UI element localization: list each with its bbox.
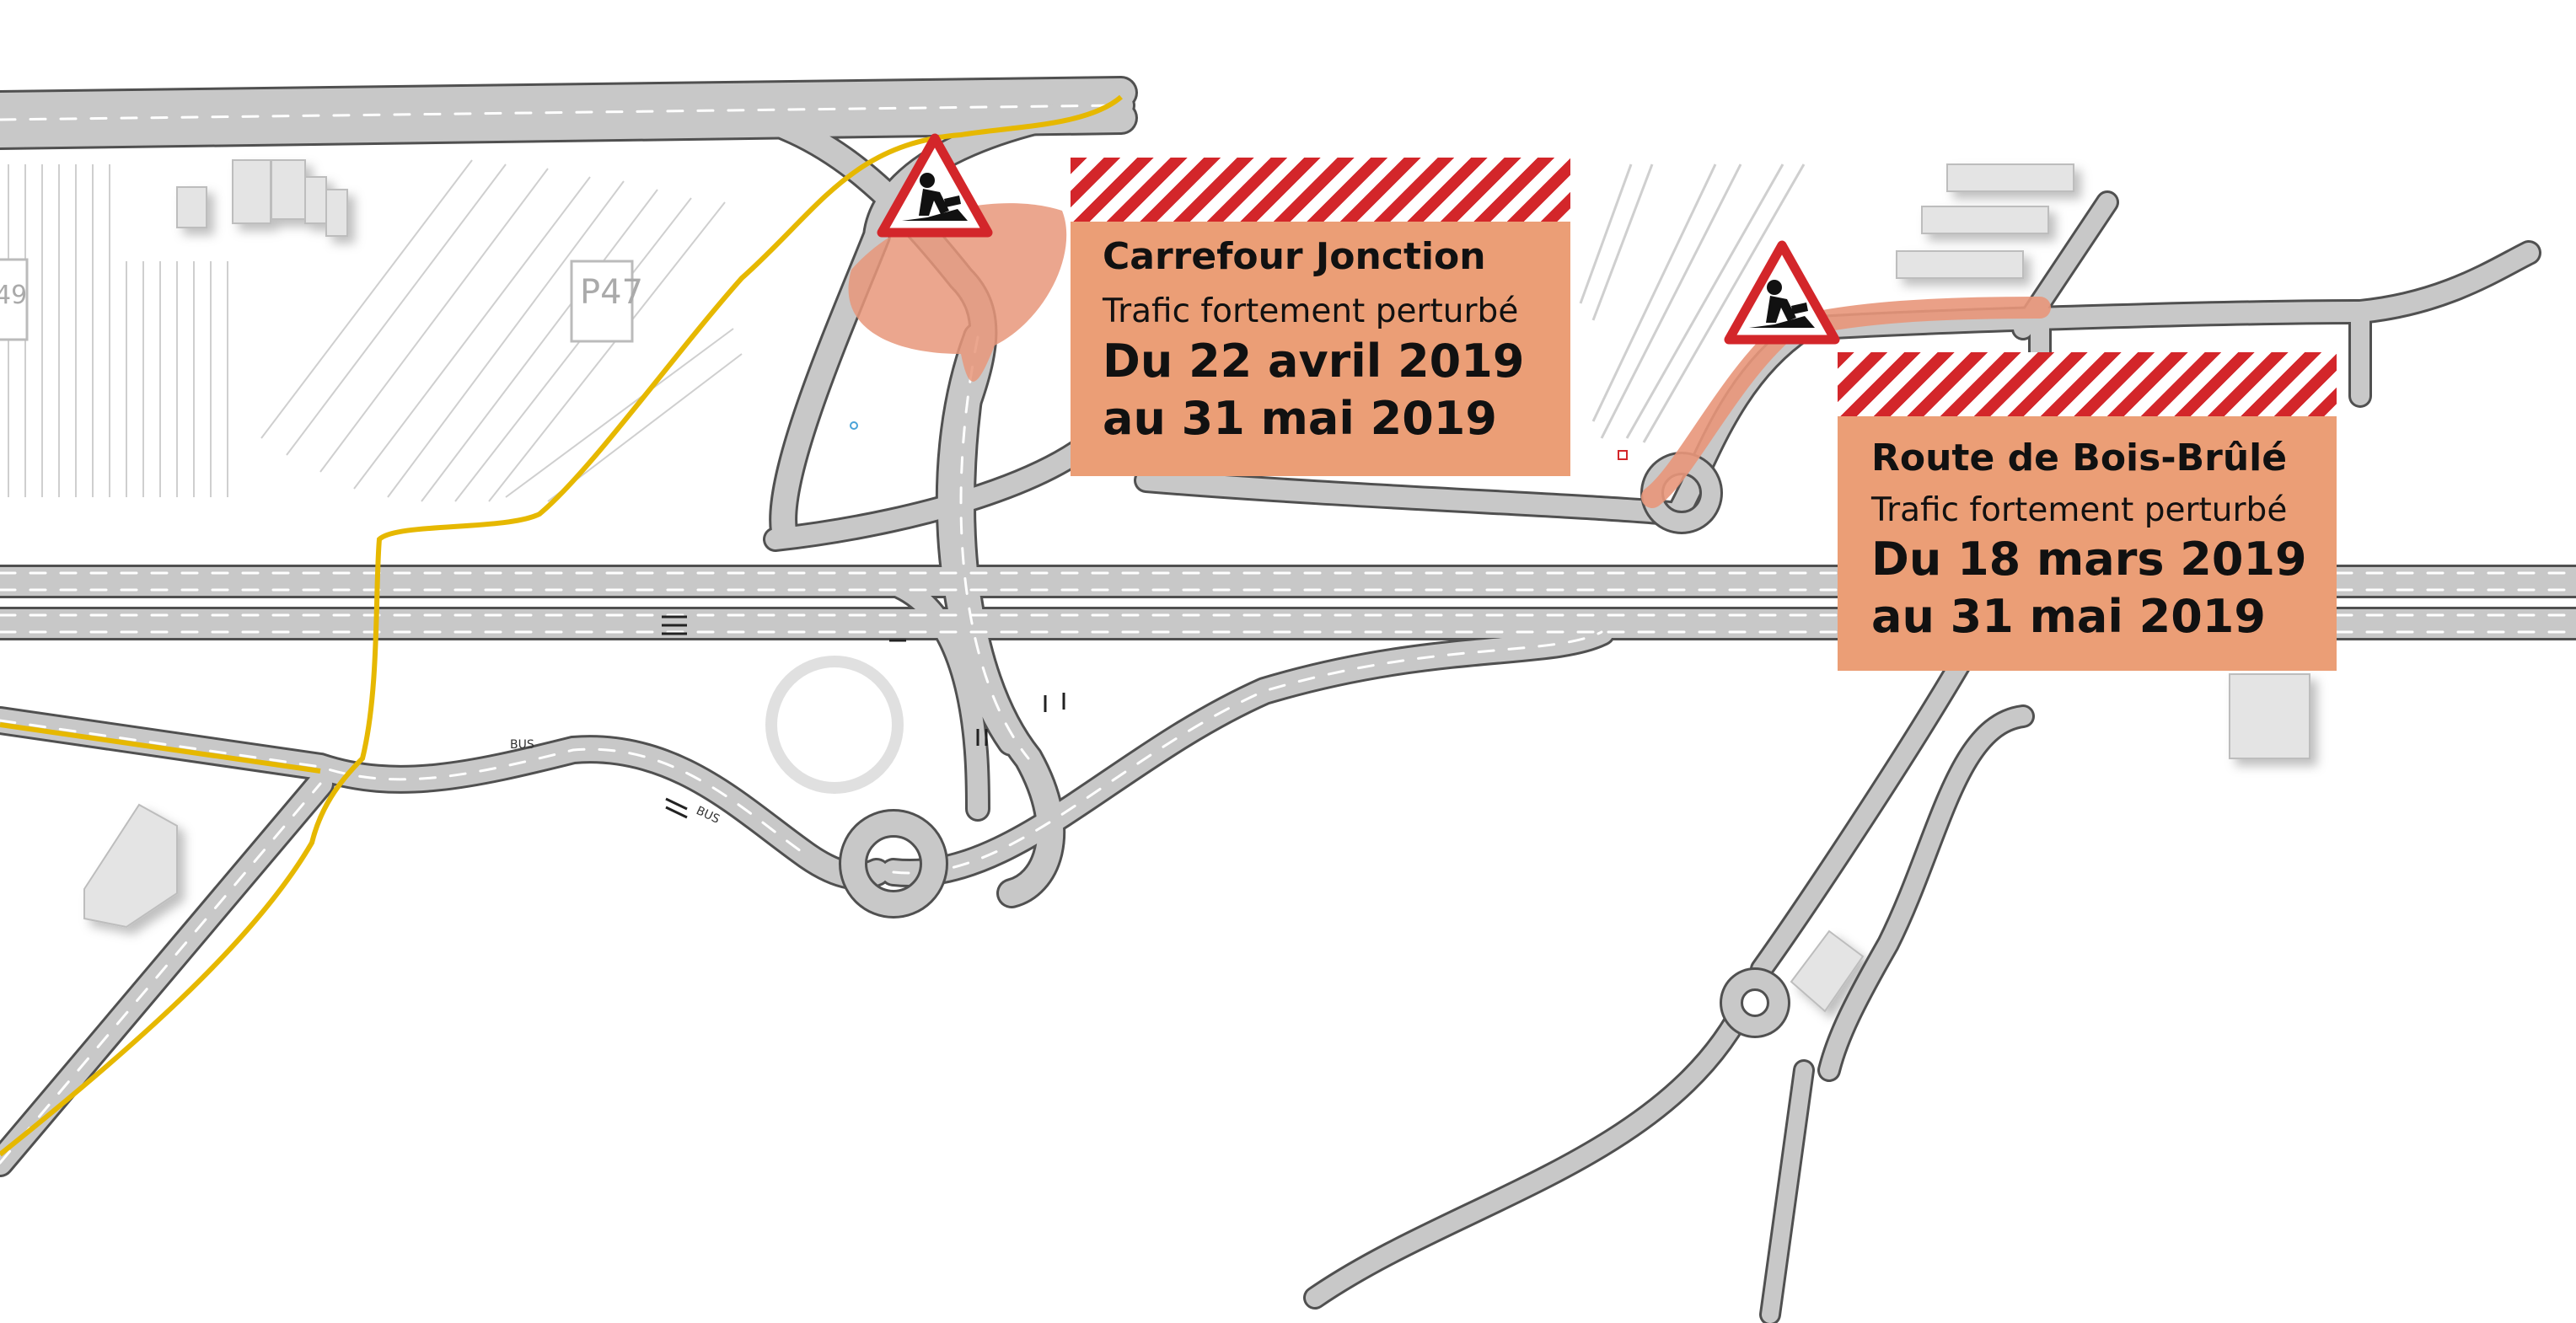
roadworks-sign-icon [1724, 240, 1840, 345]
bus-marking: BUS [510, 738, 534, 752]
worksite-title: Carrefour Jonction [1103, 235, 1486, 278]
worksite-date-end: au 31 mai 2019 [1871, 590, 2266, 643]
worksite-title: Route de Bois-Brûlé [1871, 437, 2288, 479]
bus-lane [0, 94, 1123, 1157]
roadworks-sign-icon [877, 133, 993, 238]
worksite-date-start: Du 18 mars 2019 [1871, 533, 2307, 586]
worksite-callout-route-de-bois-brule: Route de Bois-Brûlé Trafic fortement per… [1838, 352, 2337, 671]
worksite-date-start: Du 22 avril 2019 [1103, 335, 1525, 388]
hazard-stripes [1071, 158, 1570, 222]
bus-lane [0, 722, 321, 774]
parking-label-49: 49 [0, 281, 27, 310]
parking-sign-p47 [570, 260, 634, 343]
lane-arrows [662, 615, 1065, 819]
buildings [83, 159, 2310, 1013]
worksite-subtitle: Trafic fortement perturbé [1103, 292, 1519, 330]
roundabout-east [1720, 967, 1790, 1038]
roundabout-south [839, 809, 948, 919]
worksite-subtitle: Trafic fortement perturbé [1871, 491, 2288, 529]
worksite-date-end: au 31 mai 2019 [1103, 392, 1497, 445]
worksite-zone-jonction [848, 203, 1067, 382]
worksite-callout-carrefour-jonction: Carrefour Jonction Trafic fortement pert… [1071, 158, 1570, 476]
parking-sign-49 [0, 258, 29, 341]
parking-label-p47: P47 [580, 273, 643, 312]
former-roundabout [765, 656, 904, 794]
parking-area-right [1579, 163, 1806, 443]
hazard-stripes [1838, 352, 2337, 416]
